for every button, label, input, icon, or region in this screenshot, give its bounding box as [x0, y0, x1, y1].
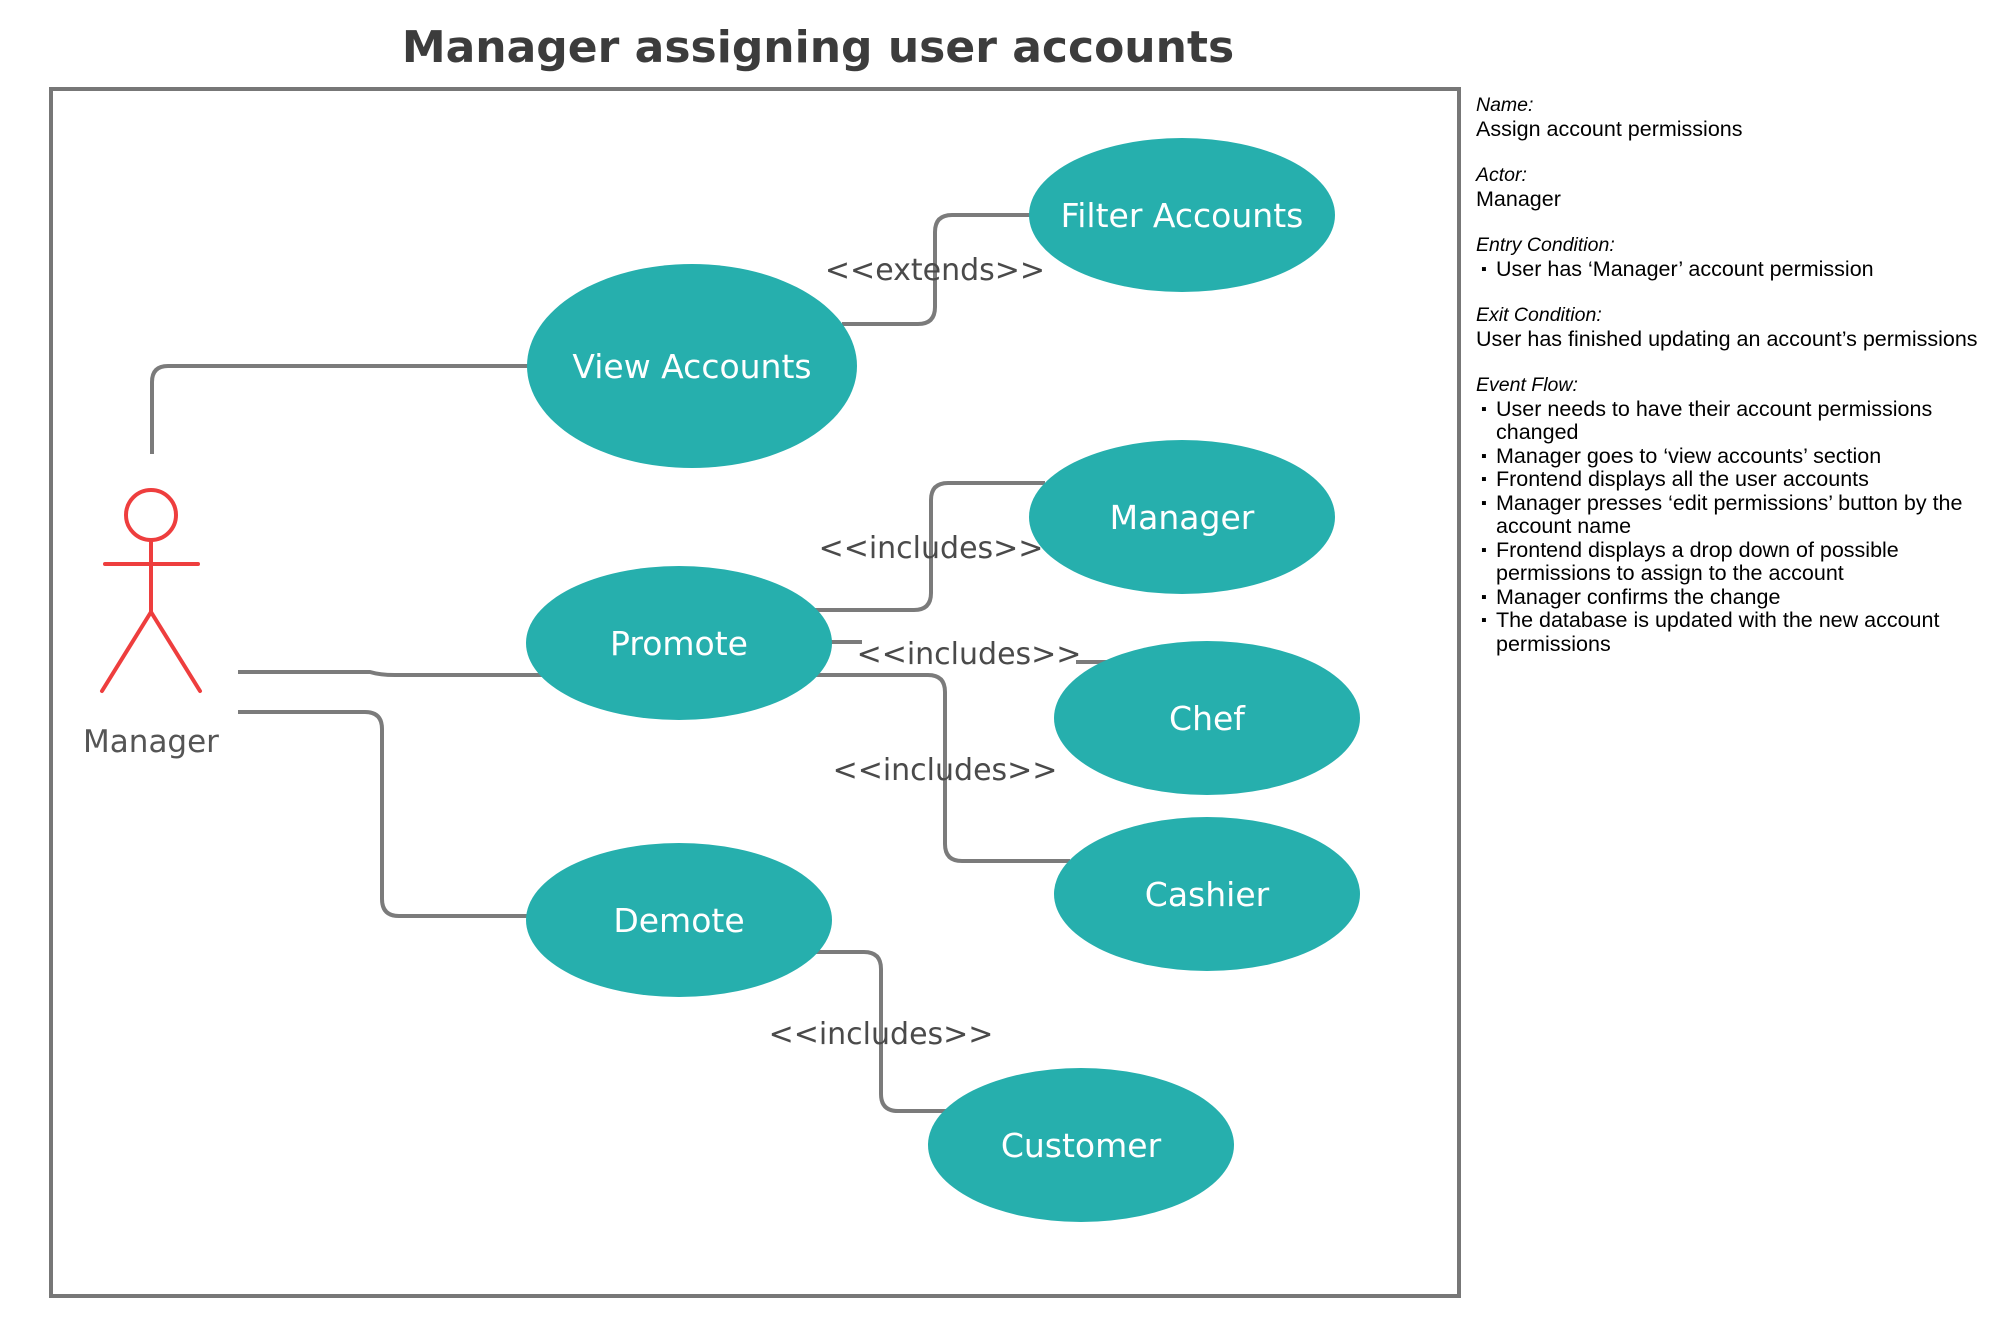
use-case-label-filter-accounts: Filter Accounts: [1061, 196, 1304, 235]
connector-actor-demote: [238, 710, 528, 918]
spec-flow-list: User needs to have their account permiss…: [1476, 397, 1986, 657]
actor-name: Manager: [83, 724, 219, 760]
use-case-label-promote: Promote: [610, 624, 748, 663]
use-case-cashier[interactable]: [1054, 817, 1360, 971]
use-case-specification: Name: Assign account permissions Actor: …: [1476, 94, 1986, 679]
use-case-manager[interactable]: [1029, 440, 1335, 594]
spec-flow-item: Manager confirms the change: [1476, 585, 1986, 610]
use-case-customer[interactable]: [928, 1068, 1234, 1222]
spec-flow-item: User needs to have their account permiss…: [1476, 397, 1986, 445]
use-case-label-chef: Chef: [1169, 699, 1246, 738]
use-case-chef[interactable]: [1054, 641, 1360, 795]
connector-promote-manager: [815, 481, 1045, 612]
use-case-demote[interactable]: [526, 843, 832, 997]
spec-entry-list: User has ‘Manager’ account permission: [1476, 257, 1986, 282]
spec-exit-label: Exit Condition:: [1476, 304, 1602, 326]
spec-flow-section: Event Flow: User needs to have their acc…: [1476, 374, 1986, 656]
use-case-label-manager: Manager: [1110, 498, 1255, 537]
spec-flow-item: Manager presses ‘edit permissions’ butto…: [1476, 491, 1986, 539]
spec-exit-section: Exit Condition: User has finished updati…: [1476, 304, 1986, 351]
spec-flow-item: Frontend displays a drop down of possibl…: [1476, 538, 1986, 586]
actor-right-leg: [149, 610, 202, 693]
relation-label-includes-manager: <<includes>>: [819, 531, 1044, 566]
actor-figure[interactable]: [100, 488, 202, 693]
connector-view-filter: [842, 213, 1032, 326]
spec-name-label: Name:: [1476, 94, 1534, 116]
connector-actor-view-accounts: [150, 364, 528, 454]
use-case-view-accounts[interactable]: [527, 264, 857, 468]
spec-name-value: Assign account permissions: [1476, 116, 1743, 141]
spec-entry-section: Entry Condition: User has ‘Manager’ acco…: [1476, 234, 1986, 281]
spec-entry-item: User has ‘Manager’ account permission: [1476, 257, 1986, 282]
system-boundary: [49, 87, 1461, 1298]
spec-actor-value: Manager: [1476, 186, 1561, 211]
spec-flow-item: Manager goes to ‘view accounts’ section: [1476, 444, 1986, 469]
connector-demote-customer: [815, 950, 948, 1113]
relation-label-includes-cashier: <<includes>>: [833, 753, 1058, 788]
relation-label-includes-customer: <<includes>>: [769, 1017, 994, 1052]
spec-flow-item: The database is updated with the new acc…: [1476, 608, 1986, 656]
use-case-label-view-accounts: View Accounts: [572, 347, 811, 386]
use-case-filter-accounts[interactable]: [1029, 138, 1335, 292]
actor-left-leg: [100, 610, 153, 693]
spec-flow-label: Event Flow:: [1476, 374, 1578, 396]
relation-label-extends: <<extends>>: [825, 253, 1045, 288]
use-case-label-cashier: Cashier: [1145, 875, 1270, 914]
spec-flow-item: Frontend displays all the user accounts: [1476, 467, 1986, 492]
use-case-label-demote: Demote: [613, 901, 744, 940]
diagram-title: Manager assigning user accounts: [402, 22, 1234, 73]
spec-entry-label: Entry Condition:: [1476, 234, 1615, 256]
spec-exit-value: User has finished updating an account’s …: [1476, 326, 1978, 351]
connector-promote-cashier: [815, 673, 1070, 863]
spec-actor-section: Actor: Manager: [1476, 164, 1986, 211]
relation-label-includes-chef: <<includes>>: [857, 637, 1082, 672]
use-case-promote[interactable]: [526, 566, 832, 720]
actor-head: [124, 488, 178, 542]
connector-actor-promote: [238, 670, 545, 677]
spec-name-section: Name: Assign account permissions: [1476, 94, 1986, 141]
use-case-label-customer: Customer: [1001, 1126, 1162, 1165]
spec-actor-label: Actor:: [1476, 164, 1527, 186]
